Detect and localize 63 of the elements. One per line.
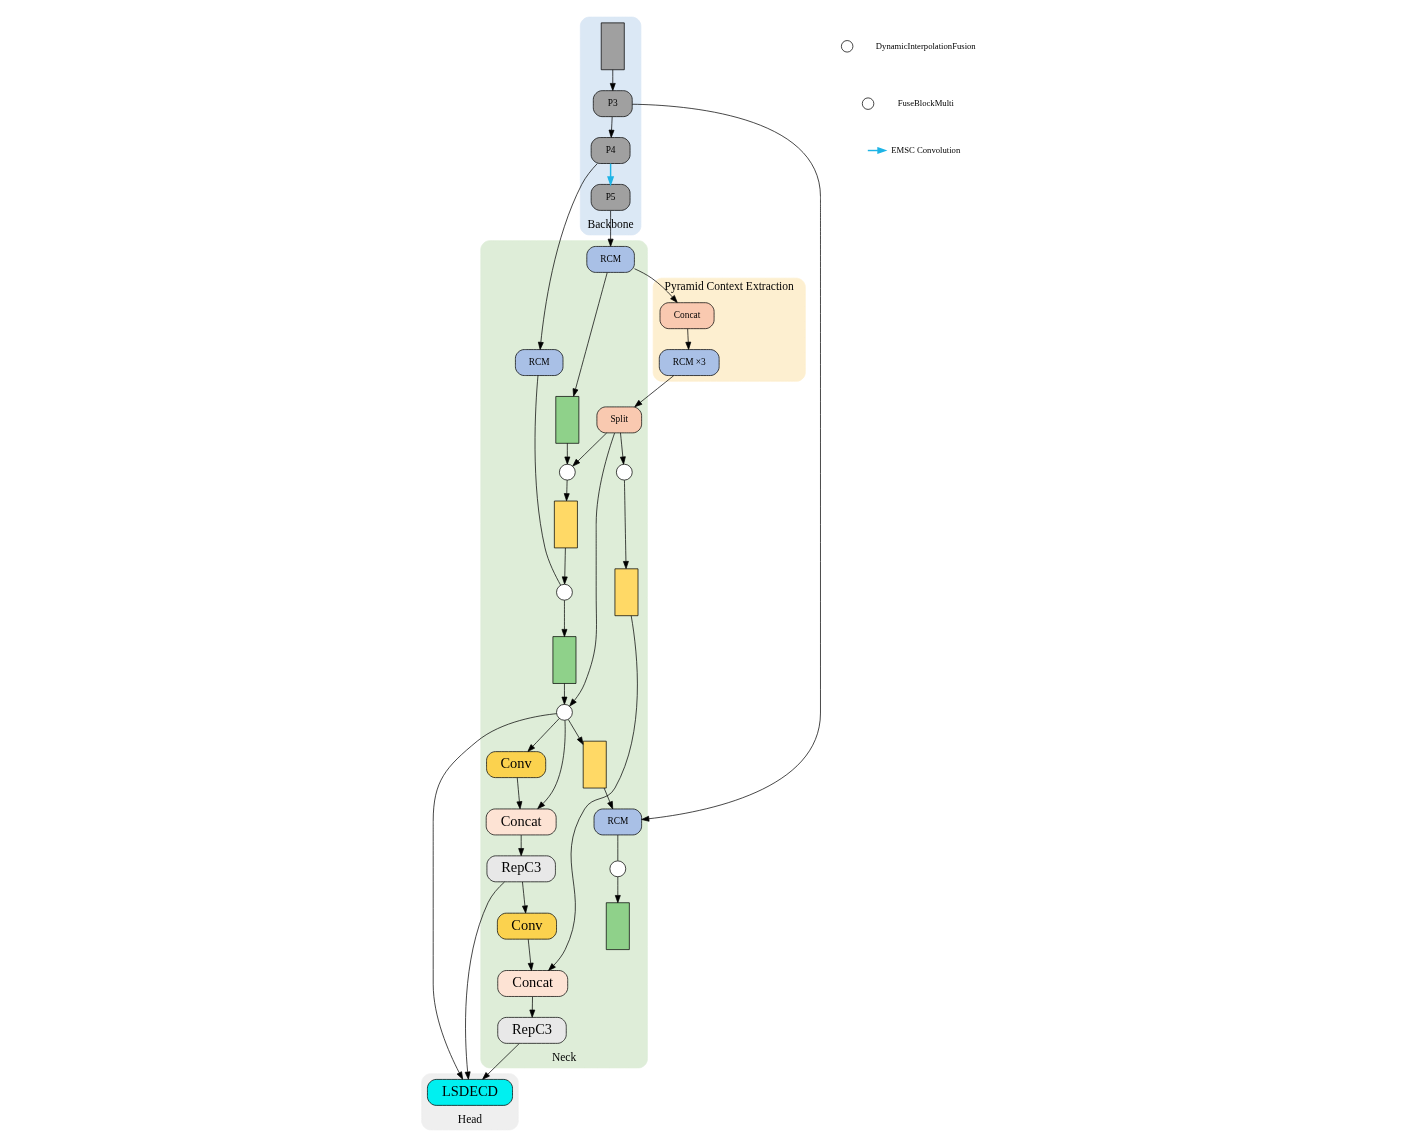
node-circle <box>556 704 573 721</box>
node-box: P4 <box>590 137 631 164</box>
node-box: Split <box>596 406 642 434</box>
arrow <box>561 599 568 637</box>
connector <box>534 375 561 586</box>
node-box: Conv <box>497 912 557 940</box>
arrow <box>482 1043 520 1080</box>
node-box: Conv <box>486 751 547 778</box>
node-box: RepC3 <box>497 1017 567 1044</box>
node-box: Concat <box>497 970 569 997</box>
arrow <box>572 432 608 467</box>
node-box: RCM <box>515 349 564 376</box>
node-box: LSDECD <box>427 1079 513 1106</box>
node-box: RCM ×3 <box>658 349 720 376</box>
arrow <box>529 996 536 1018</box>
arrow <box>464 881 505 1080</box>
arrow <box>527 718 560 752</box>
arrow <box>561 683 568 705</box>
arrow <box>561 547 568 585</box>
arrow <box>614 876 621 903</box>
arrow <box>548 615 638 971</box>
arrow <box>609 69 616 91</box>
arrow <box>563 479 570 502</box>
node-box: RepC3 <box>486 855 556 883</box>
legend-label: DynamicInterpolationFusion <box>875 40 976 51</box>
node-box: RCM <box>593 808 642 836</box>
arrow <box>567 719 584 745</box>
node-box <box>554 500 578 549</box>
node-box: RCM <box>586 246 635 273</box>
node-box <box>555 396 580 444</box>
node-box: Concat <box>485 808 557 836</box>
legend-label: EMSC Convolution <box>891 144 961 155</box>
arrow <box>620 432 626 465</box>
arrow <box>518 834 525 857</box>
arrow <box>569 432 615 707</box>
node-box <box>614 568 639 617</box>
node-box <box>600 22 625 71</box>
arrow <box>607 210 614 247</box>
arrow <box>572 272 608 397</box>
arrow <box>603 787 614 810</box>
arrow <box>522 881 528 914</box>
node-circle <box>556 583 573 601</box>
arrow <box>537 163 598 350</box>
node-box <box>605 902 630 950</box>
arrow <box>527 938 534 971</box>
node-circle <box>559 463 576 481</box>
arrow <box>634 375 675 408</box>
arrow <box>537 719 566 810</box>
node-box <box>582 740 607 789</box>
node-circle <box>609 860 627 878</box>
legend-label: FuseBlockMulti <box>897 97 954 108</box>
node-box: P3 <box>592 90 633 117</box>
node-circle <box>616 463 633 481</box>
arrow <box>634 268 678 303</box>
arrow <box>516 777 523 810</box>
arrow <box>608 116 615 138</box>
arrow <box>685 328 692 350</box>
node-box: P5 <box>590 184 631 211</box>
node-box <box>552 636 577 684</box>
arrow <box>631 103 821 822</box>
arrow <box>623 479 629 569</box>
arrow <box>564 443 571 465</box>
node-box: Concat <box>659 302 715 330</box>
